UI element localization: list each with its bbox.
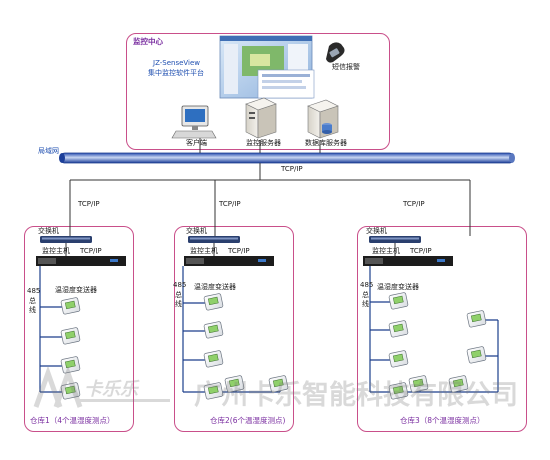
wh2-switch-label: 交换机 — [186, 227, 207, 235]
wh2-bus-label-zong: 总 — [175, 291, 182, 299]
center-uplinks — [199, 138, 321, 153]
wh1-switch-label: 交换机 — [38, 227, 59, 235]
sensor-device-icon — [60, 382, 81, 400]
wh3-host-label: 监控主机 — [372, 247, 400, 255]
watermark-logo-icon — [33, 367, 83, 408]
wh1-host-label: 监控主机 — [42, 247, 70, 255]
sensor-device-icon — [388, 292, 409, 310]
sensor-device-icon — [466, 310, 487, 328]
wh1-bus-label-zong: 总 — [29, 297, 36, 305]
company-watermark: 卡乐乐 广州卡乐智能科技有限公司 — [32, 367, 522, 413]
lan-label: 局域网 — [38, 147, 59, 155]
warehouse-2-equipment — [184, 236, 274, 266]
wh2-sensor-label: 温湿度变送器 — [194, 283, 236, 291]
wh2-host-label: 监控主机 — [190, 247, 218, 255]
sensor-device-icon — [224, 375, 245, 393]
wh3-caption: 仓库3（8个温湿度测点） — [400, 416, 485, 425]
wh2-link-label: TCP/IP — [228, 247, 250, 255]
monitoring-server-label: 监控服务器 — [246, 139, 281, 147]
software-desc-label: 集中监控软件平台 — [148, 69, 204, 77]
branch-tree — [69, 163, 471, 236]
sensor-device-icon — [60, 327, 81, 345]
sensor-device-icon — [60, 297, 81, 315]
wh1-bus-label-485: 485 — [27, 287, 41, 295]
warehouse-2-frame — [174, 226, 294, 432]
wh3-bus-label-zong: 总 — [362, 291, 369, 299]
software-name-label: JZ-SenseView — [153, 59, 201, 67]
wh1-bus-label-xian: 线 — [29, 306, 36, 314]
wh1-sensor-label: 温湿度变送器 — [55, 286, 97, 294]
wh3-switch-label: 交换机 — [366, 227, 387, 235]
sensor-device-icon — [60, 356, 81, 374]
sensor-device-icon — [466, 346, 487, 364]
sensor-device-icon — [203, 321, 224, 339]
warehouse-1-equipment — [36, 236, 126, 266]
software-screenshot — [219, 35, 315, 99]
sensor-device-icon — [203, 382, 224, 400]
wh2-branch-protocol-label: TCP/IP — [219, 200, 241, 208]
watermark-logo-text: 卡乐乐 — [84, 379, 138, 400]
monitoring-server-icon — [245, 97, 277, 139]
wh3-bus-label-xian: 线 — [362, 300, 369, 308]
wh2-bus-label-xian: 线 — [175, 300, 182, 308]
warehouse-3-frame — [357, 226, 527, 432]
sensor-device-icon — [408, 375, 429, 393]
wh3-branch-protocol-label: TCP/IP — [403, 200, 425, 208]
wh3-sensor-label: 温湿度变送器 — [377, 283, 419, 291]
sms-phone-icon — [326, 42, 345, 63]
sensor-device-icon — [388, 382, 409, 400]
sensor-device-icon — [268, 375, 289, 393]
client-pc-icon — [171, 105, 217, 139]
lan-backbone — [59, 152, 515, 164]
wh1-branch-protocol-label: TCP/IP — [78, 200, 100, 208]
sensor-device-icon — [388, 350, 409, 368]
monitoring-center-title: 监控中心 — [133, 37, 163, 46]
wh2-caption: 仓库2(6个温湿度测点) — [210, 416, 286, 425]
wh1-caption: 仓库1（4个温湿度测点） — [30, 416, 115, 425]
wh3-link-label: TCP/IP — [410, 247, 432, 255]
watermark-divider — [80, 399, 170, 402]
monitoring-center-frame — [126, 33, 390, 150]
client-label: 客户端 — [186, 139, 207, 147]
wh3-bus-label-485: 485 — [360, 281, 374, 289]
database-server-icon — [307, 99, 339, 139]
watermark-company-name: 广州卡乐智能科技有限公司 — [194, 380, 518, 411]
sensor-device-icon — [203, 350, 224, 368]
wh2-bus-label-485: 485 — [173, 281, 187, 289]
database-server-label: 数据库服务器 — [305, 139, 347, 147]
sensor-device-icon — [448, 375, 469, 393]
sensor-device-icon — [388, 320, 409, 338]
warehouse-3-equipment — [363, 236, 453, 266]
sensor-layer — [60, 292, 487, 400]
sms-alarm-label: 短信报警 — [332, 63, 360, 71]
backbone-protocol-label: TCP/IP — [281, 165, 303, 173]
warehouse-1-frame — [24, 226, 134, 432]
sensor-device-icon — [203, 293, 224, 311]
wh1-link-label: TCP/IP — [80, 247, 102, 255]
